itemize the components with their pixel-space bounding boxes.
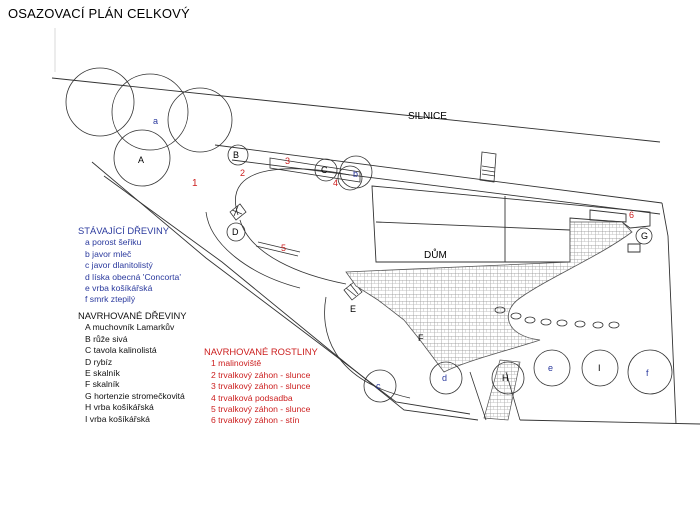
road-label: SILNICE bbox=[408, 111, 447, 122]
existing-tree-a-canopy bbox=[65, 67, 233, 153]
legend-existing-heading: STÁVAJÍCÍ DŘEVINY bbox=[78, 225, 169, 236]
legend-item: f smrk ztepilý bbox=[85, 294, 136, 305]
label-c: c bbox=[376, 381, 381, 391]
legend-item: F skalník bbox=[85, 379, 120, 390]
paved-terrace bbox=[345, 221, 633, 373]
label-I: I bbox=[598, 363, 601, 373]
site-boundary bbox=[91, 161, 700, 425]
label-d: d bbox=[442, 373, 447, 383]
label-e: e bbox=[548, 363, 553, 373]
page-title: OSAZOVACÍ PLÁN CELKOVÝ bbox=[8, 6, 190, 21]
legend-item: a porost šeřiku bbox=[85, 237, 142, 248]
bed-label-1: 1 bbox=[192, 178, 198, 189]
tree-C bbox=[314, 158, 338, 182]
label-C: C bbox=[321, 165, 328, 175]
tree-d bbox=[429, 361, 463, 395]
label-F: F bbox=[418, 333, 424, 343]
legend-proposed-plants: NAVRHOVANÉ ROSTLINY 1 malinoviště 2 trva… bbox=[204, 346, 318, 427]
legend-item: E skalník bbox=[85, 368, 120, 379]
legend-item: 3 trvalkový záhon - slunce bbox=[211, 381, 311, 392]
paved-strip bbox=[483, 359, 521, 421]
stepping-stones bbox=[494, 306, 620, 329]
label-bed-6: 6 bbox=[629, 210, 634, 220]
label-B: B bbox=[233, 150, 239, 160]
tree-f bbox=[627, 349, 673, 395]
legend-item: A muchovník Lamarkův bbox=[85, 322, 175, 333]
label-bed-2: 2 bbox=[240, 168, 245, 178]
path-lines bbox=[469, 371, 521, 421]
legend-item: 2 trvalkový záhon - slunce bbox=[211, 369, 311, 380]
legend-item: e vrba košíkářská bbox=[85, 283, 153, 294]
legend-item: 1 malinoviště bbox=[211, 358, 262, 369]
existing-tree-circles bbox=[337, 155, 673, 403]
legend-proposed-trees-heading: NAVRHOVANÉ DŘEVINY bbox=[78, 310, 187, 321]
tree-G bbox=[635, 227, 653, 245]
label-bed-3: 3 bbox=[285, 156, 290, 166]
legend-item: 6 trvalkový záhon - stín bbox=[211, 415, 300, 426]
label-bed-5: 5 bbox=[281, 243, 286, 253]
bed-labels: 2 3 4 5 6 bbox=[240, 156, 634, 253]
label-b: b bbox=[353, 169, 358, 179]
label-H: H bbox=[502, 373, 509, 383]
existing-tree-labels: a b c d e f bbox=[153, 116, 649, 391]
legend-proposed-plants-heading: NAVRHOVANÉ ROSTLINY bbox=[204, 346, 318, 357]
legend-item: 5 trvalkový záhon - slunce bbox=[211, 404, 311, 415]
tree-e bbox=[533, 349, 571, 387]
tree-c bbox=[363, 369, 397, 403]
house-label: DŮM bbox=[424, 248, 447, 261]
legend-item: G hortenzie stromečkovitá bbox=[85, 390, 185, 401]
legend-item: b javor mleč bbox=[85, 248, 132, 259]
garden-beds bbox=[205, 157, 411, 399]
label-D: D bbox=[232, 227, 239, 237]
legend-item: H vrba košíkářská bbox=[85, 402, 154, 413]
legend-item: D rybíz bbox=[85, 356, 113, 367]
legend-proposed-trees: NAVRHOVANÉ DŘEVINY A muchovník Lamarkův … bbox=[78, 310, 187, 425]
tree-H bbox=[491, 361, 525, 395]
tree-B bbox=[227, 144, 249, 166]
legend-item: C tavola kalinolistá bbox=[85, 345, 157, 356]
tree-A bbox=[113, 129, 171, 187]
legend-existing-trees: STÁVAJÍCÍ DŘEVINY a porost šeřiku b javo… bbox=[78, 225, 181, 306]
legend-item: B růže sivá bbox=[85, 333, 128, 344]
label-A: A bbox=[138, 155, 144, 165]
proposed-tree-labels: A B C D E F G H I bbox=[138, 150, 648, 383]
legend-item: d líska obecná 'Concorta' bbox=[85, 271, 181, 282]
tree-I bbox=[581, 349, 619, 387]
legend-item: 4 trvalková podsadba bbox=[211, 392, 293, 403]
legend-item: I vrba košíkářská bbox=[85, 413, 150, 424]
legend-item: c javor dlanitolistý bbox=[85, 260, 153, 271]
label-E: E bbox=[350, 304, 356, 314]
road bbox=[51, 77, 663, 215]
tree-D bbox=[226, 222, 246, 242]
label-bed-4: 4 bbox=[333, 178, 338, 188]
label-G: G bbox=[641, 231, 648, 241]
label-f: f bbox=[646, 368, 649, 378]
label-a: a bbox=[153, 116, 158, 126]
proposed-tree-circles bbox=[113, 129, 653, 395]
